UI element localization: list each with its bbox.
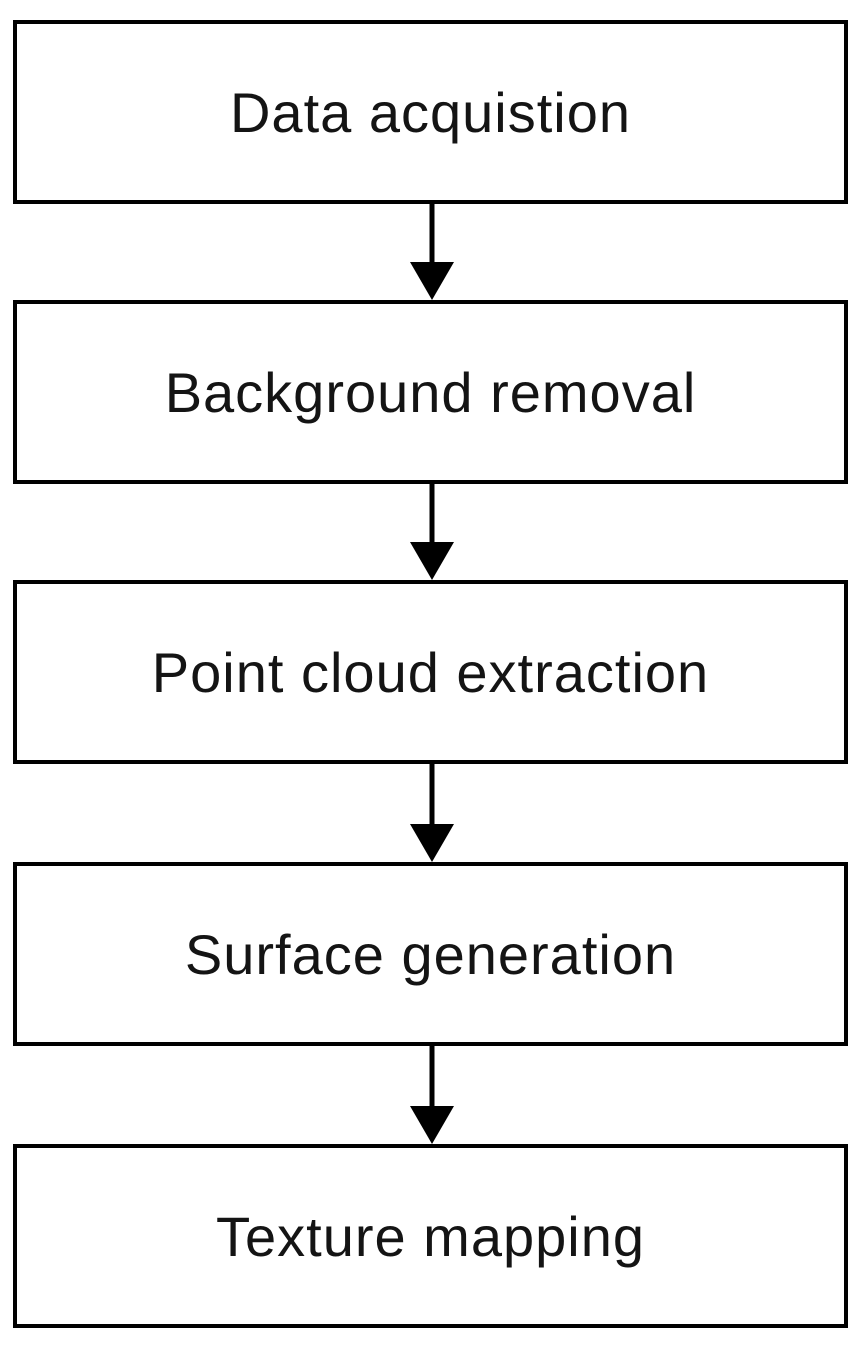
arrow-4-to-5 <box>410 1046 454 1144</box>
arrow-1-to-2 <box>410 204 454 300</box>
arrow-2-to-3 <box>410 484 454 580</box>
step-data-acquisition: Data acquistion <box>13 20 848 204</box>
step-point-cloud-extraction: Point cloud extraction <box>13 580 848 764</box>
step-label: Texture mapping <box>215 1204 645 1268</box>
step-label: Background removal <box>164 360 697 424</box>
arrow-3-to-4 <box>410 764 454 862</box>
step-texture-mapping: Texture mapping <box>13 1144 848 1328</box>
step-surface-generation: Surface generation <box>13 862 848 1046</box>
step-label: Data acquistion <box>229 80 631 144</box>
step-label: Surface generation <box>184 922 677 986</box>
step-background-removal: Background removal <box>13 300 848 484</box>
step-label: Point cloud extraction <box>151 640 710 704</box>
